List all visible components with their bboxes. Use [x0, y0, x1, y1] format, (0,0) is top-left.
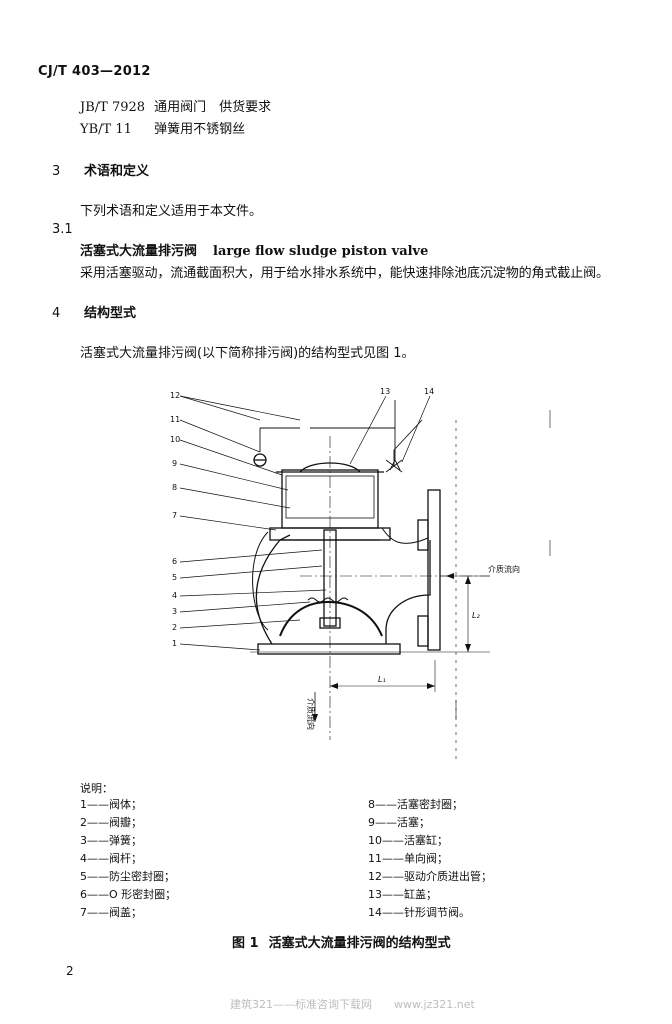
callout-11: 11 — [170, 415, 180, 424]
side-flange — [427, 489, 441, 651]
legend-item: 4——阀杆； — [80, 852, 142, 865]
standard-code: CJ/T 403—2012 — [38, 64, 151, 79]
section-title: 结构型式 — [84, 306, 137, 321]
figure-number: 图 1 — [232, 936, 259, 951]
callout-2: 2 — [172, 623, 177, 632]
term-english: large flow sludge piston valve — [213, 244, 429, 259]
legend-item: 14——针形调节阀。 — [368, 906, 470, 919]
legend-item: 9——活塞； — [368, 816, 430, 829]
valve-disc — [279, 600, 383, 637]
legend-item: 10——活塞缸； — [368, 834, 448, 847]
legend-item: 13——缸盖； — [368, 888, 437, 901]
callout-10: 10 — [170, 435, 180, 444]
flow-label-bottom: 介质流向 — [306, 698, 316, 730]
callout-12: 12 — [170, 391, 180, 400]
term-chinese: 活塞式大流量排污阀 — [80, 244, 198, 259]
legend-item: 6——O 形密封圈； — [80, 888, 177, 901]
reference-item: JB/T 7928 通用阀门 供货要求 — [80, 96, 271, 115]
drive-pipe-left — [252, 531, 269, 631]
reference-title: 弹簧用不锈钢丝 — [154, 122, 246, 137]
legend-item: 5——防尘密封圈； — [80, 870, 175, 883]
legend-item: 7——阀盖； — [80, 906, 142, 919]
callout-14: 14 — [424, 387, 434, 396]
callout-7: 7 — [172, 511, 177, 520]
legend-item: 1——阀体； — [80, 798, 142, 811]
callout-5: 5 — [172, 573, 177, 582]
callout-6: 6 — [172, 557, 177, 566]
callout-9: 9 — [172, 459, 177, 468]
reference-title: 通用阀门 供货要求 — [154, 100, 272, 115]
reference-code: YB/T 11 — [80, 122, 132, 137]
term: 活塞式大流量排污阀 large flow sludge piston valve — [80, 240, 428, 259]
section-heading: 3 术语和定义 — [52, 160, 149, 179]
legend-item: 3——弹簧； — [80, 834, 142, 847]
watermark: 建筑321——标准咨询下载网 www.jz321.net — [230, 998, 475, 1011]
section-heading: 4 结构型式 — [52, 302, 136, 321]
valve-body-right — [385, 540, 431, 644]
flow-label-right: 介质流向 — [488, 564, 520, 574]
valve-structure-drawing: 12 11 10 9 8 7 6 5 4 3 2 1 13 14 — [170, 387, 551, 760]
callout-3: 3 — [172, 607, 177, 616]
legend-item: 11——单向阀； — [368, 852, 448, 865]
callout-13: 13 — [380, 387, 390, 396]
section-title: 术语和定义 — [84, 164, 150, 179]
spring — [307, 597, 349, 603]
drive-medium-pipe — [259, 427, 396, 460]
section-intro: 下列术语和定义适用于本文件。 — [80, 204, 263, 219]
drive-pipe-right — [381, 527, 429, 544]
legend-item: 12——驱动介质进出管； — [368, 870, 492, 883]
flow-arrow-right — [446, 573, 454, 579]
reference-code: JB/T 7928 — [80, 100, 146, 115]
base-flange — [257, 643, 401, 655]
legend-item: 8——活塞密封圈； — [368, 798, 463, 811]
section-number: 3 — [52, 164, 61, 179]
subsection-number: 3.1 — [52, 222, 73, 237]
section-intro: 活塞式大流量排污阀(以下简称排污阀)的结构型式见图 1。 — [80, 346, 415, 361]
callout-4: 4 — [172, 591, 177, 600]
section-number: 4 — [52, 306, 61, 321]
legend-title: 说明： — [80, 782, 113, 795]
figure-caption: 图 1 活塞式大流量排污阀的结构型式 — [232, 932, 451, 951]
callout-1: 1 — [172, 639, 177, 648]
reference-item: YB/T 11 弹簧用不锈钢丝 — [80, 118, 245, 137]
valve-body-left — [255, 534, 291, 645]
page-number: 2 — [66, 964, 74, 978]
legend-item: 2——阀瓣； — [80, 816, 142, 829]
term-definition: 采用活塞驱动，流通截面积大，用于给水排水系统中，能快速排除池底沉淀物的角式截止阀… — [80, 266, 609, 281]
figure-title: 活塞式大流量排污阀的结构型式 — [268, 936, 451, 951]
dimension-l1-label: L₁ — [378, 675, 386, 684]
callout-8: 8 — [172, 483, 177, 492]
dimension-l2-label: L₂ — [472, 611, 480, 620]
